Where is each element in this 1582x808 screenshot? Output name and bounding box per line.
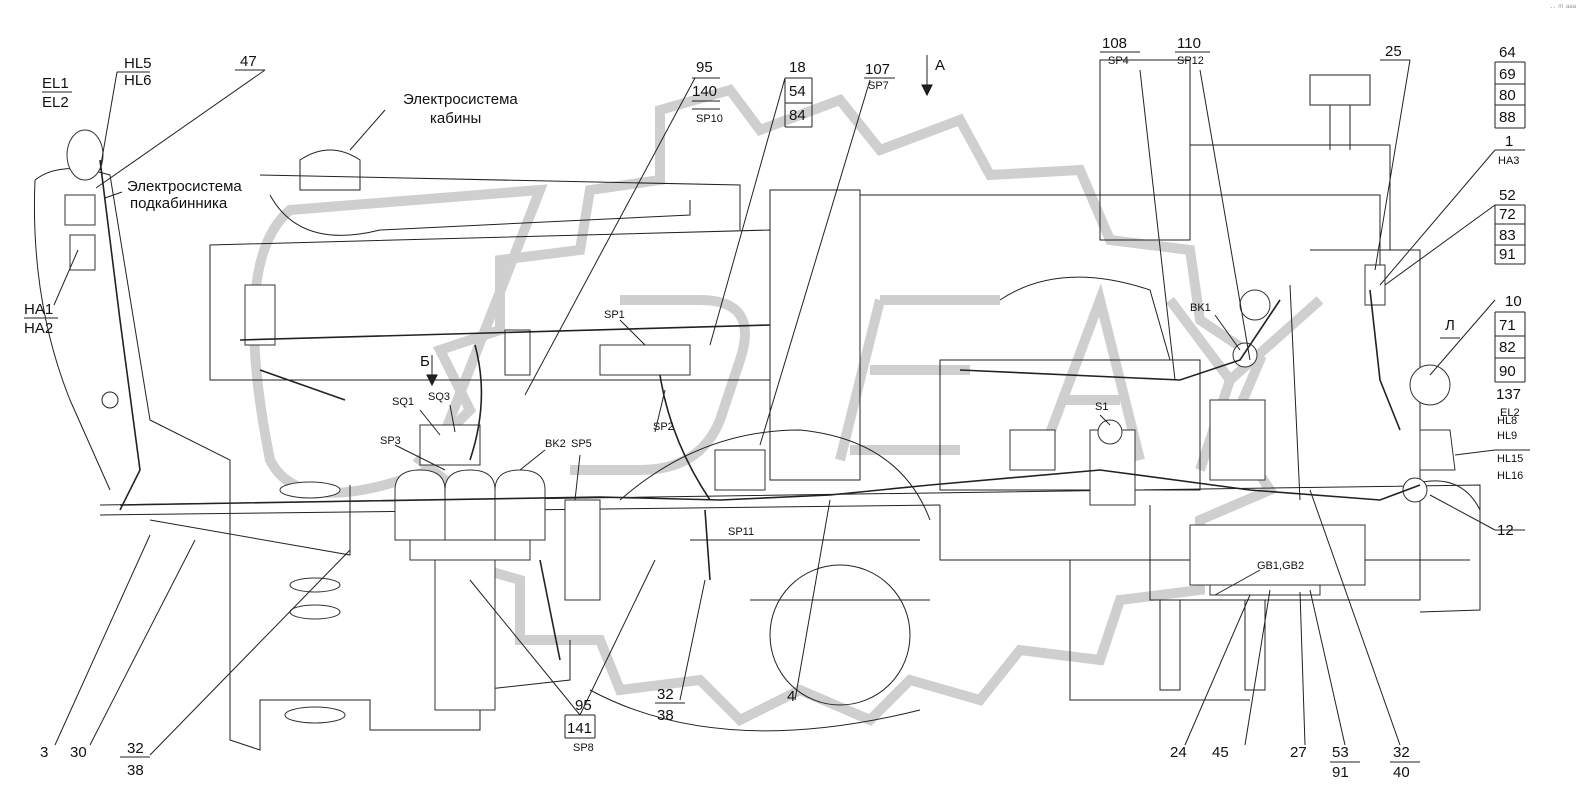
label-32b: 32 — [657, 686, 674, 703]
label-HL5: HL5 — [124, 55, 152, 72]
label-53: 53 — [1332, 744, 1349, 761]
label-141: 141 — [567, 720, 592, 737]
label-SP7: SP7 — [868, 80, 889, 92]
label-38b: 38 — [657, 707, 674, 724]
label-110: 110 — [1177, 35, 1201, 52]
label-91a: 91 — [1499, 246, 1516, 263]
label-cab-system-1: Электросистема — [403, 91, 518, 108]
label-SP2: SP2 — [653, 421, 674, 433]
label-24: 24 — [1170, 744, 1187, 761]
label-71: 71 — [1499, 317, 1516, 334]
label-BK2: BK2 — [545, 438, 566, 450]
label-54: 54 — [789, 83, 806, 100]
label-3: 3 — [40, 744, 48, 761]
label-SP5: SP5 — [571, 438, 592, 450]
label-SP11: SP11 — [728, 526, 754, 538]
callout-labels: EL1 EL2 HL5 HL6 47 HA1 HA2 Электросистем… — [24, 35, 1523, 781]
label-84: 84 — [789, 107, 806, 124]
label-sub-system-2: подкабинника — [130, 195, 228, 212]
label-cab-system-2: кабины — [430, 110, 481, 127]
label-HL9: HL9 — [1497, 430, 1517, 442]
accumulator-block — [244, 284, 691, 711]
label-137: 137 — [1496, 386, 1521, 403]
label-HL6: HL6 — [124, 72, 152, 89]
label-82: 82 — [1499, 339, 1516, 356]
label-SP1: SP1 — [604, 309, 625, 321]
label-view-A: A — [935, 57, 945, 74]
label-30: 30 — [70, 744, 87, 761]
label-40: 40 — [1393, 764, 1410, 781]
label-SP12: SP12 — [1177, 55, 1204, 67]
label-83: 83 — [1499, 227, 1516, 244]
label-45: 45 — [1212, 744, 1229, 761]
label-HA1: HA1 — [24, 301, 53, 318]
engine-components — [714, 264, 1456, 596]
label-108: 108 — [1102, 35, 1127, 52]
label-HL8: HL8 — [1497, 415, 1517, 427]
label-47: 47 — [240, 53, 257, 70]
label-BK1: BK1 — [1190, 302, 1211, 314]
corner-mark: ·· ᵐ ᵃᵃᵃ — [1549, 2, 1576, 12]
label-12: 12 — [1497, 522, 1514, 539]
label-view-B: Б — [420, 353, 430, 370]
label-32a: 32 — [127, 740, 144, 757]
label-52: 52 — [1499, 187, 1516, 204]
label-SP8: SP8 — [573, 742, 594, 754]
label-107: 107 — [865, 61, 890, 78]
view-arrows — [426, 55, 1460, 387]
label-HL16: HL16 — [1497, 470, 1523, 482]
label-91b: 91 — [1332, 764, 1349, 781]
label-EL1: EL1 — [42, 75, 69, 92]
label-view-L: Л — [1445, 317, 1455, 334]
wiring-harness — [119, 289, 1421, 661]
label-HA2: HA2 — [24, 320, 53, 337]
label-SP3: SP3 — [380, 435, 401, 447]
label-SQ1: SQ1 — [392, 396, 414, 408]
label-SQ3: SQ3 — [428, 391, 450, 403]
label-HL15: HL15 — [1497, 453, 1523, 465]
label-90: 90 — [1499, 363, 1516, 380]
label-32c: 32 — [1393, 744, 1410, 761]
label-140: 140 — [692, 83, 717, 100]
label-18: 18 — [789, 59, 806, 76]
label-EL2: EL2 — [42, 94, 69, 111]
label-GB: GB1,GB2 — [1257, 560, 1304, 572]
callout-bars — [24, 51, 1530, 763]
pulley-stack — [149, 481, 351, 724]
label-69: 69 — [1499, 66, 1516, 83]
label-64: 64 — [1499, 44, 1516, 61]
label-sub-system-1: Электросистема — [127, 178, 242, 195]
label-80: 80 — [1499, 87, 1516, 104]
leader-lines — [53, 59, 1496, 756]
label-4: 4 — [787, 688, 795, 705]
label-88: 88 — [1499, 109, 1516, 126]
label-HA3: HA3 — [1498, 155, 1519, 167]
label-S1: S1 — [1095, 401, 1108, 413]
label-72: 72 — [1499, 206, 1516, 223]
label-1: 1 — [1505, 133, 1513, 150]
label-25: 25 — [1385, 43, 1402, 60]
label-EL2b: EL2 — [1500, 407, 1520, 419]
label-SP10: SP10 — [696, 113, 723, 125]
label-38a: 38 — [127, 762, 144, 779]
label-95a: 95 — [696, 59, 713, 76]
label-SP4: SP4 — [1108, 55, 1129, 67]
label-95b: 95 — [575, 697, 592, 714]
label-10: 10 — [1505, 293, 1522, 310]
label-27: 27 — [1290, 744, 1307, 761]
